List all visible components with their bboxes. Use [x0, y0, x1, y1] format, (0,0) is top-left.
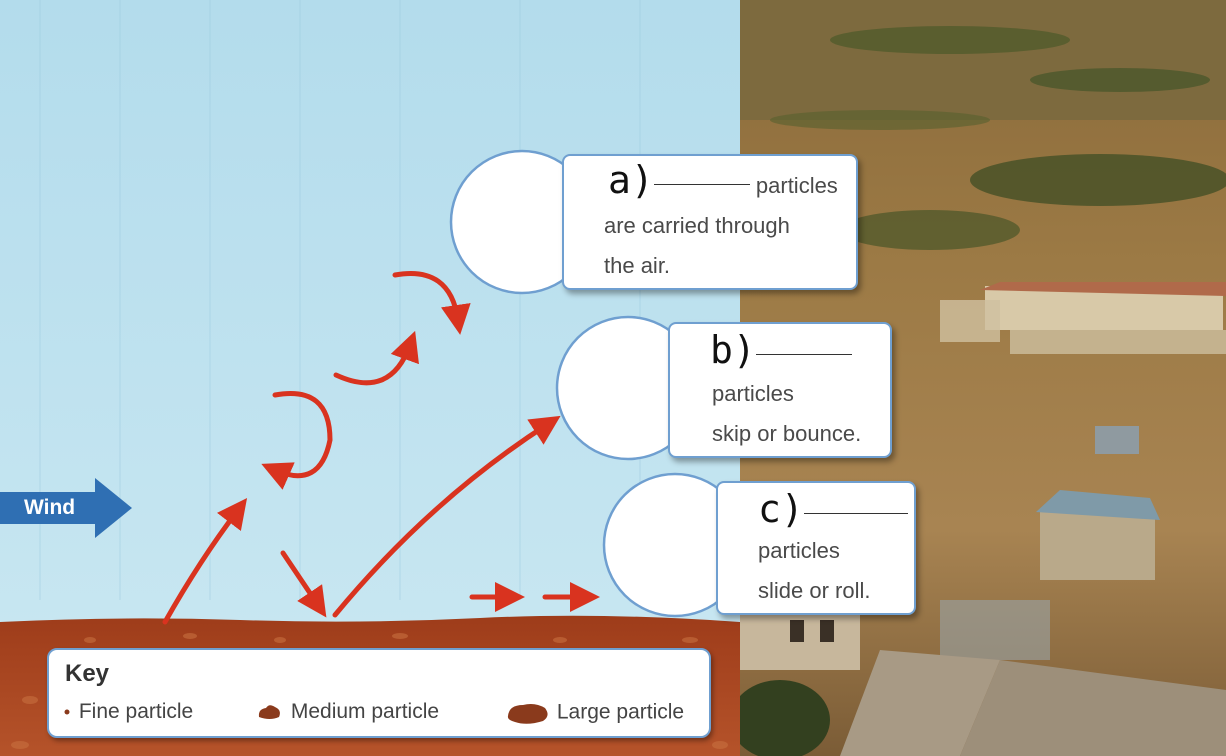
landscape-photo [730, 0, 1226, 756]
key-label-fine: Fine particle [78, 700, 194, 723]
answer-blank-c[interactable] [803, 511, 908, 514]
letter-a: a) [608, 158, 654, 202]
answer-blank-a[interactable] [653, 182, 750, 185]
label-c-line-1: particles [758, 538, 840, 563]
letter-b: b) [710, 328, 756, 372]
particle-motion-arrows [162, 271, 600, 625]
label-b-line-2: skip or bounce. [712, 421, 862, 446]
label-box-b: b) particles skip or bounce. [668, 322, 892, 458]
key-item-fine: Fine particle [63, 700, 193, 724]
loop-arrow-upper [392, 271, 471, 335]
key-item-medium: Medium particle [255, 700, 439, 724]
medium-particle-blob-icon [258, 705, 280, 720]
wind-label: Wind [24, 496, 76, 519]
loop-arrow-middle [333, 330, 419, 386]
loop-arrow-lower [261, 391, 333, 490]
label-b-line-1: particles [712, 381, 794, 406]
label-a-line-2: are carried through [604, 213, 790, 238]
key-legend: Key Fine particle Medium particle Large … [47, 648, 711, 738]
fine-particle-dot-icon [64, 709, 70, 715]
label-c-line-2: slide or roll. [758, 578, 871, 603]
label-box-c: c) particles slide or roll. [716, 481, 916, 615]
key-title: Key [65, 660, 110, 687]
letter-c: c) [758, 487, 804, 531]
answer-blank-b[interactable] [755, 352, 852, 355]
wind-arrow-icon [0, 478, 132, 538]
rising-arrow [162, 498, 248, 625]
key-label-medium: Medium particle [290, 700, 440, 723]
large-particle-blob-icon [507, 704, 548, 724]
falling-arrow [280, 550, 327, 618]
label-a-line-3: the air. [604, 253, 671, 278]
bounce-arrow [332, 415, 561, 618]
label-box-a: a) particles are carried through the air… [562, 154, 858, 290]
label-a-line-1: particles [755, 173, 838, 198]
key-label-large: Large particle [556, 700, 685, 724]
key-item-large: Large particle [505, 700, 684, 726]
